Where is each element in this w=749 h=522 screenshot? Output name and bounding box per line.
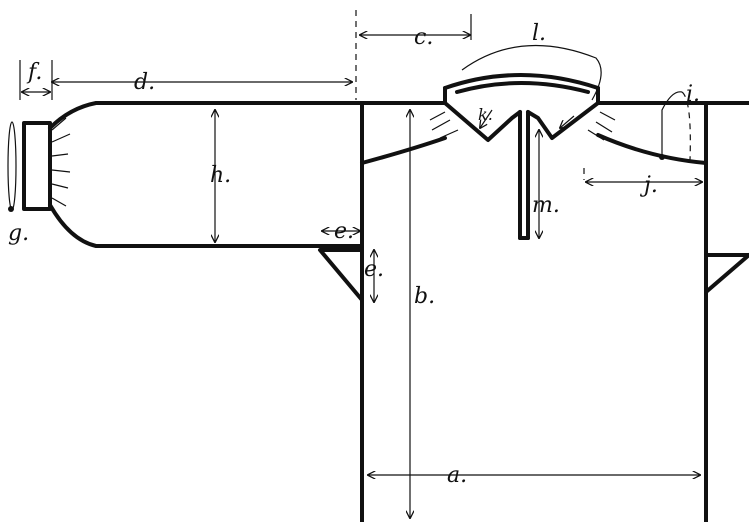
sleeve xyxy=(48,101,364,248)
label-l: l. xyxy=(532,21,546,46)
measure-f xyxy=(19,60,53,100)
measure-i xyxy=(659,91,691,161)
label-k: k. xyxy=(478,105,493,124)
shirt-body xyxy=(318,101,749,522)
measure-l xyxy=(461,44,602,129)
label-b: b. xyxy=(414,284,435,309)
label-f: f. xyxy=(26,60,42,85)
label-j: j. xyxy=(639,173,658,198)
label-e-vertical: e. xyxy=(364,257,384,282)
label-e-horizontal: e. xyxy=(334,219,354,244)
label-g: g. xyxy=(8,221,29,246)
label-h: h. xyxy=(210,163,231,188)
measure-c xyxy=(355,10,472,100)
measure-k xyxy=(480,109,493,128)
label-a: a. xyxy=(447,463,467,488)
label-i: i. xyxy=(686,82,700,107)
collar xyxy=(429,73,616,240)
label-m: m. xyxy=(532,193,560,218)
cuff xyxy=(7,121,52,212)
measure-j xyxy=(583,168,702,182)
label-c: c. xyxy=(414,25,433,50)
label-d: d. xyxy=(134,70,155,95)
